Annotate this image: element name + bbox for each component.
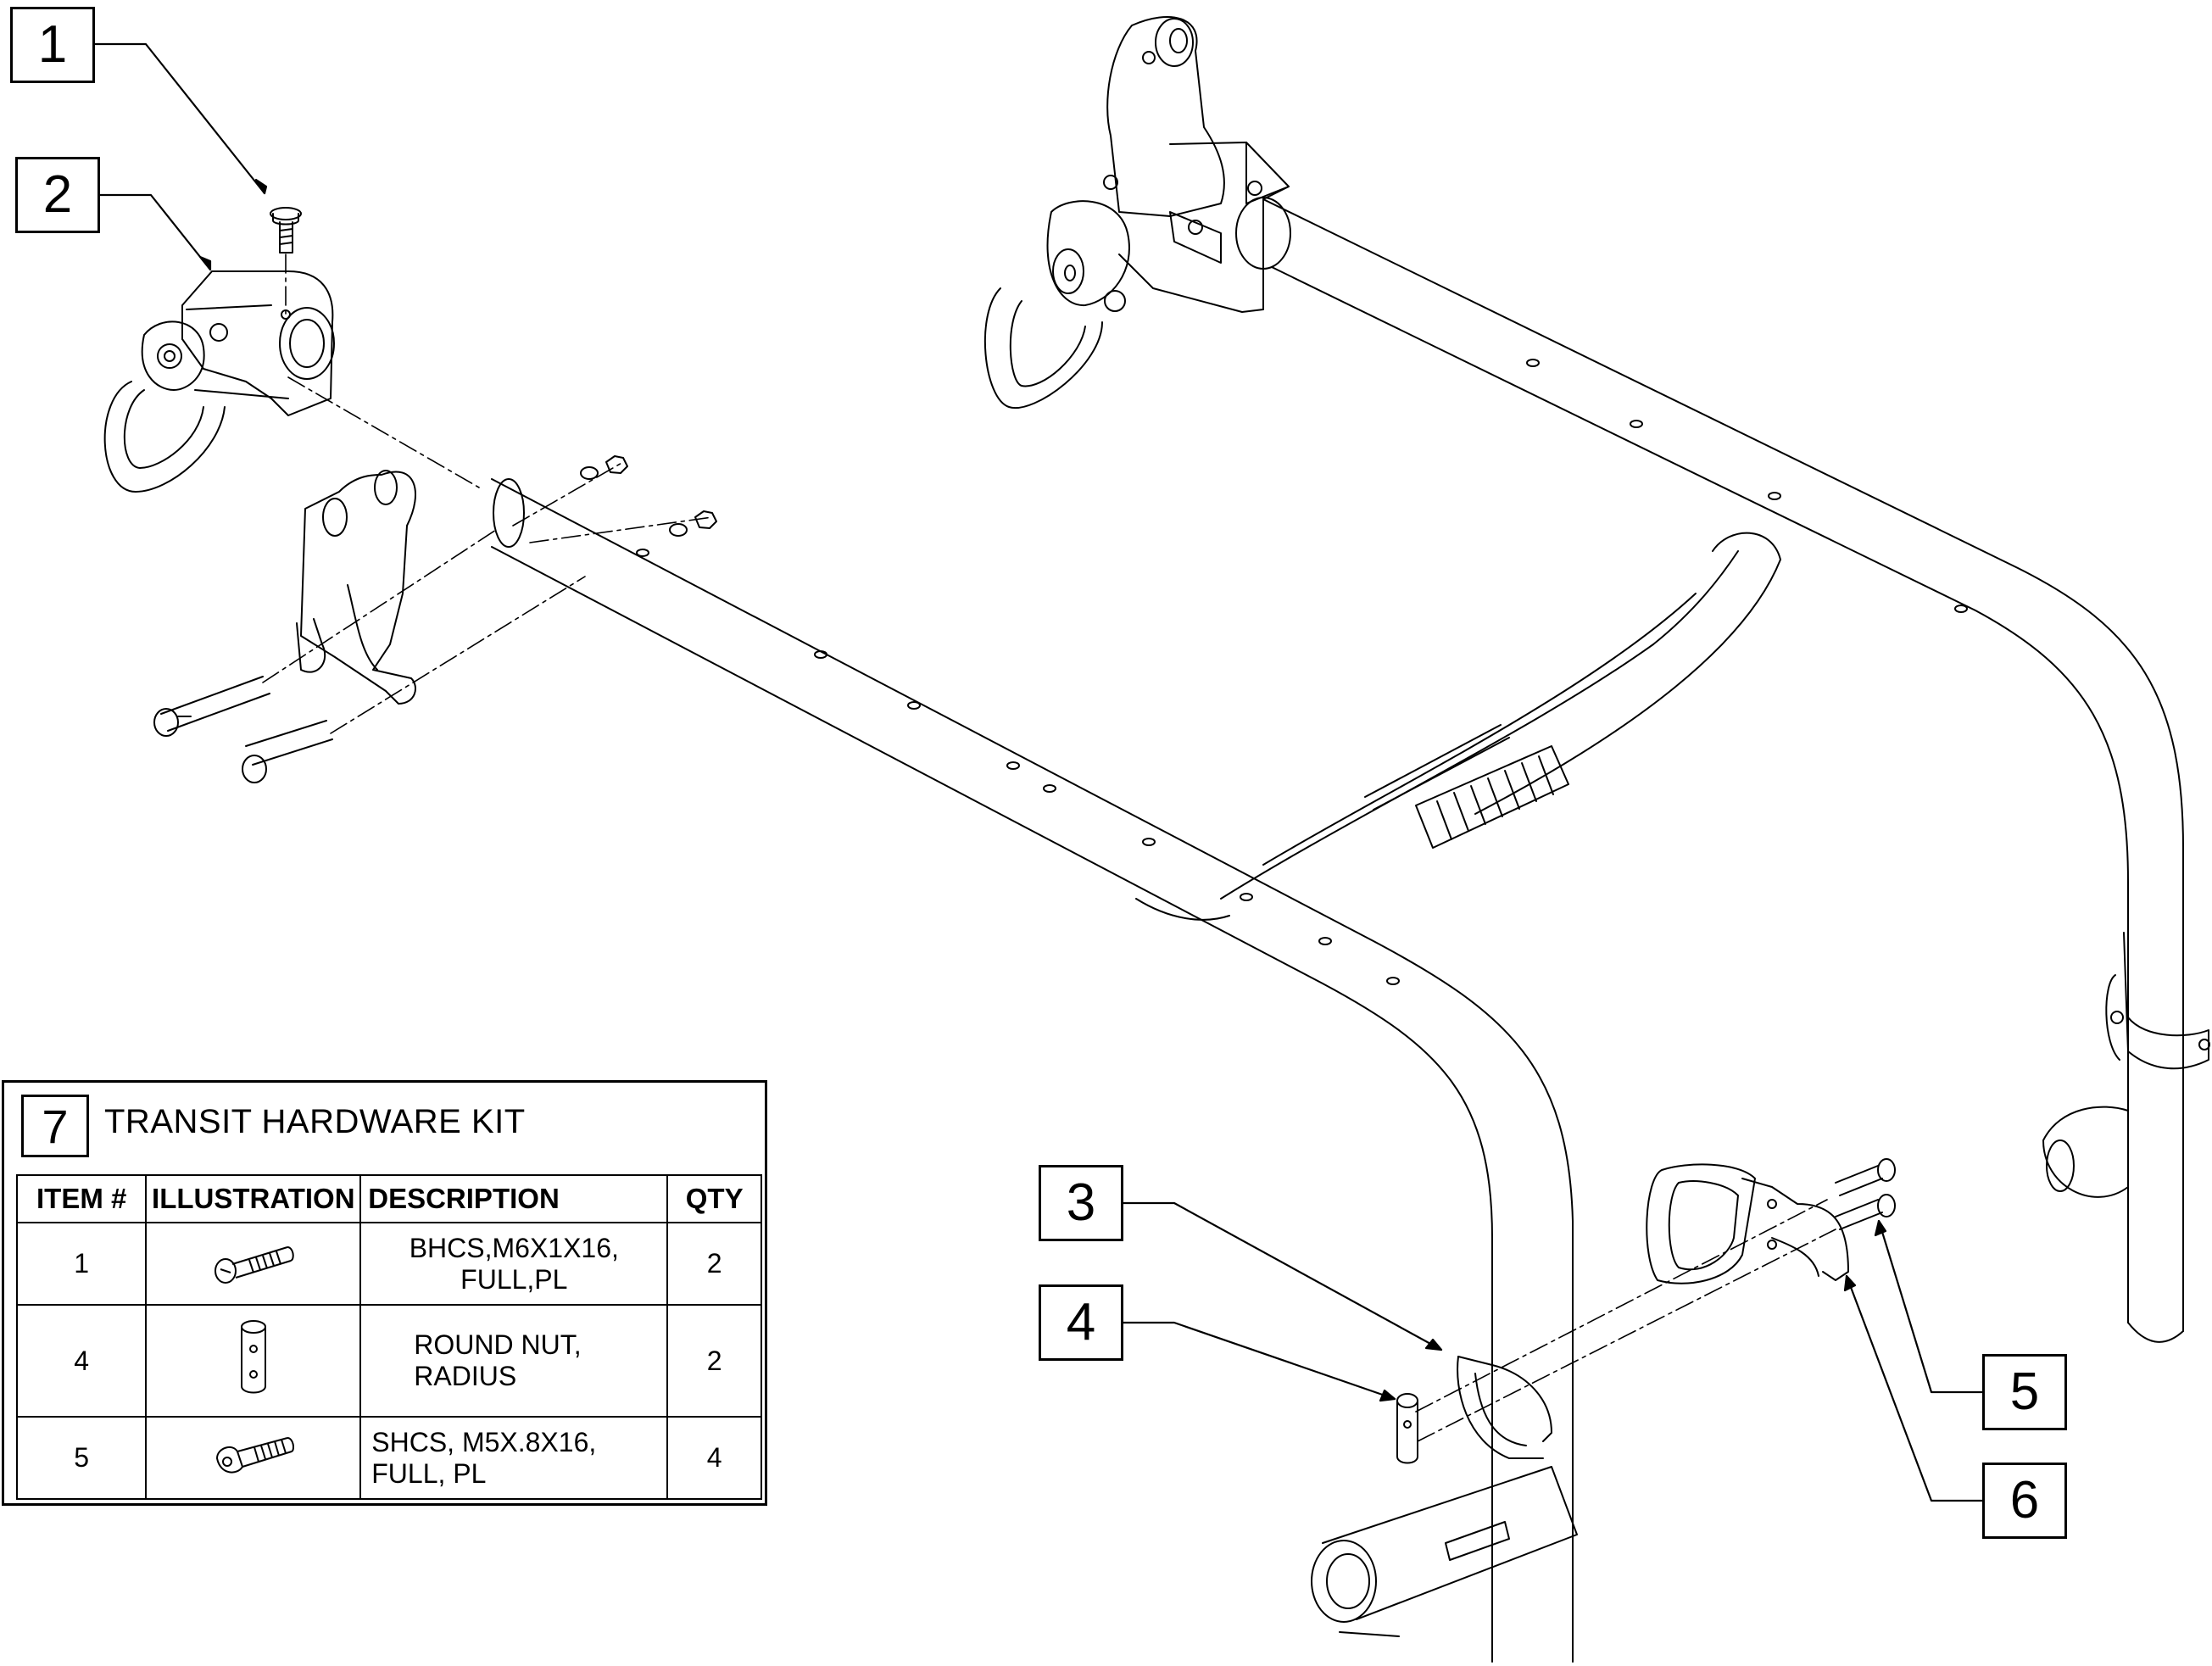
header-qty: QTY bbox=[666, 1174, 762, 1223]
wheelchair-frame bbox=[491, 198, 2184, 1663]
row-item-number: 1 bbox=[15, 1222, 148, 1306]
item-4-round-nut bbox=[1396, 1393, 1418, 1464]
kit-parts-grid: ITEM # ILLUSTRATION DESCRIPTION QTY 1 bbox=[15, 1174, 762, 1500]
kit-header-row: ITEM # ILLUSTRATION DESCRIPTION QTY bbox=[15, 1174, 762, 1223]
description-line: FULL, PL bbox=[371, 1457, 487, 1489]
header-description: DESCRIPTION bbox=[359, 1174, 669, 1223]
item-6-loop-clamp bbox=[1646, 1163, 1849, 1284]
callout-1: 1 bbox=[10, 7, 95, 83]
row-illustration bbox=[145, 1304, 362, 1418]
cross-tube-grip bbox=[1364, 724, 1569, 849]
leader-lines bbox=[93, 42, 1984, 1502]
long-screws bbox=[153, 676, 333, 783]
nuts-washers-upper bbox=[580, 455, 717, 537]
row-description: ROUND NUT, RADIUS bbox=[359, 1304, 669, 1418]
item-5-shcs-screws bbox=[1835, 1158, 1896, 1230]
row-description: SHCS, M5X.8X16, FULL, PL bbox=[359, 1416, 669, 1500]
callout-6: 6 bbox=[1982, 1463, 2067, 1539]
kit-item-number: 7 bbox=[21, 1095, 89, 1157]
shcs-screw-icon bbox=[215, 1436, 294, 1474]
frame-holes bbox=[636, 359, 1968, 985]
row-qty: 4 bbox=[666, 1416, 762, 1500]
row-illustration bbox=[145, 1222, 362, 1306]
explode-lines bbox=[262, 254, 1836, 1442]
item-1-bhcs-screw bbox=[270, 207, 302, 254]
table-row: 4 ROUND NUT, RADIUS 2 bbox=[15, 1304, 762, 1418]
description-line: BHCS,M6X1X16, bbox=[409, 1232, 619, 1263]
transit-hardware-kit-table: 7 TRANSIT HARDWARE KIT ITEM # ILLUSTRATI… bbox=[2, 1080, 767, 1506]
row-description: BHCS,M6X1X16, FULL,PL bbox=[359, 1222, 669, 1306]
kit-title: TRANSIT HARDWARE KIT bbox=[104, 1103, 526, 1140]
side-plate-bracket bbox=[296, 470, 416, 705]
description-line: ROUND NUT, bbox=[414, 1329, 582, 1361]
row-illustration bbox=[145, 1416, 362, 1500]
bhcs-screw-icon bbox=[214, 1245, 294, 1284]
table-row: 1 BHCS,M6X1X16, FULL,PL bbox=[15, 1222, 762, 1306]
callout-3: 3 bbox=[1039, 1165, 1123, 1241]
upper-handle-bracket bbox=[983, 16, 1291, 410]
description-line: RADIUS bbox=[414, 1361, 517, 1391]
item-2-handle-bracket bbox=[103, 270, 335, 493]
row-item-number: 5 bbox=[15, 1416, 148, 1500]
item-3-clamp bbox=[1457, 1356, 1552, 1459]
header-item: ITEM # bbox=[15, 1174, 148, 1223]
round-nut-icon bbox=[240, 1320, 266, 1394]
callout-4: 4 bbox=[1039, 1284, 1123, 1361]
row-qty: 2 bbox=[666, 1304, 762, 1418]
callout-2: 2 bbox=[15, 157, 100, 233]
table-row: 5 SHCS, M5X.8X16, FULL, PL bbox=[15, 1416, 762, 1500]
front-foot-cap bbox=[1311, 1466, 1578, 1637]
header-illustration: ILLUSTRATION bbox=[145, 1174, 362, 1223]
right-leg-clamp bbox=[2042, 932, 2210, 1198]
callout-5: 5 bbox=[1982, 1354, 2067, 1430]
description-line: SHCS, M5X.8X16, bbox=[371, 1426, 597, 1457]
row-qty: 2 bbox=[666, 1222, 762, 1306]
row-item-number: 4 bbox=[15, 1304, 148, 1418]
description-line: FULL,PL bbox=[460, 1263, 568, 1295]
